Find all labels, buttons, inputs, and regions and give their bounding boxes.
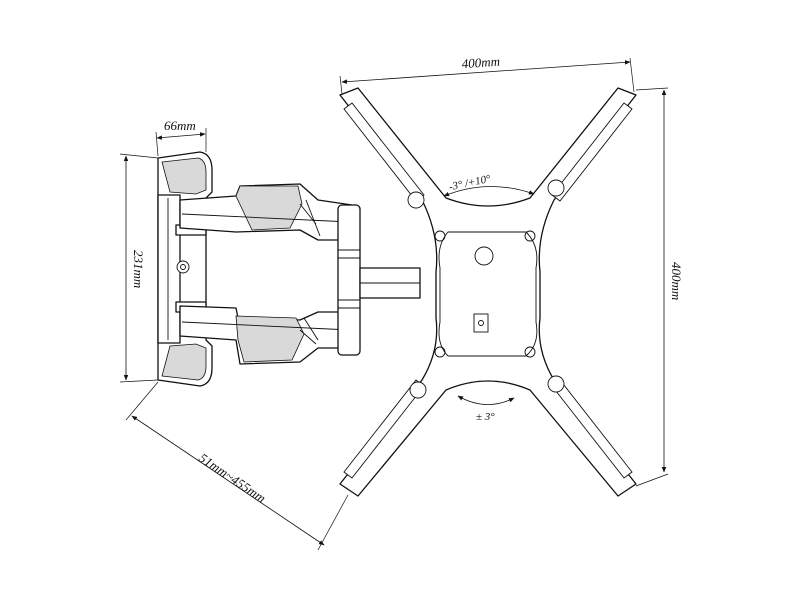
pivot-column — [337, 204, 421, 356]
center-hole-icon — [474, 246, 494, 266]
lower-arm — [179, 305, 353, 365]
extension-label: 51mm~455mm — [196, 450, 268, 506]
wall-plate-width-label: 66mm — [164, 118, 196, 133]
dimension-right-height: 400mm — [635, 87, 684, 487]
tilt-angle-indicator: -3° /+10° — [443, 173, 535, 197]
dimension-top-width: 400mm — [339, 54, 635, 95]
right-height-label: 400mm — [669, 262, 684, 300]
top-width-label: 400mm — [461, 54, 500, 72]
bolt-bottom-left-icon — [409, 381, 427, 399]
bolt-top-left-icon — [407, 191, 425, 209]
bolt-top-right-icon — [547, 179, 565, 197]
dimension-extension: 51mm~455mm — [125, 381, 349, 551]
vesa-x-plate — [339, 87, 637, 497]
upper-arm — [179, 183, 353, 241]
bolt-bottom-right-icon — [547, 375, 565, 393]
wall-plate — [157, 151, 213, 387]
dimension-wall-plate-width: 66mm — [155, 118, 207, 157]
swivel-angle-indicator: ± 3° — [457, 395, 515, 423]
tilt-lock-icon — [473, 313, 489, 333]
dimension-wall-plate-height: 231mm — [119, 153, 159, 383]
swivel-angle-label: ± 3° — [476, 411, 495, 423]
wall-plate-bolt-icon — [176, 260, 190, 274]
wall-plate-height-label: 231mm — [131, 250, 146, 288]
tilt-angle-label: -3° /+10° — [448, 173, 492, 194]
